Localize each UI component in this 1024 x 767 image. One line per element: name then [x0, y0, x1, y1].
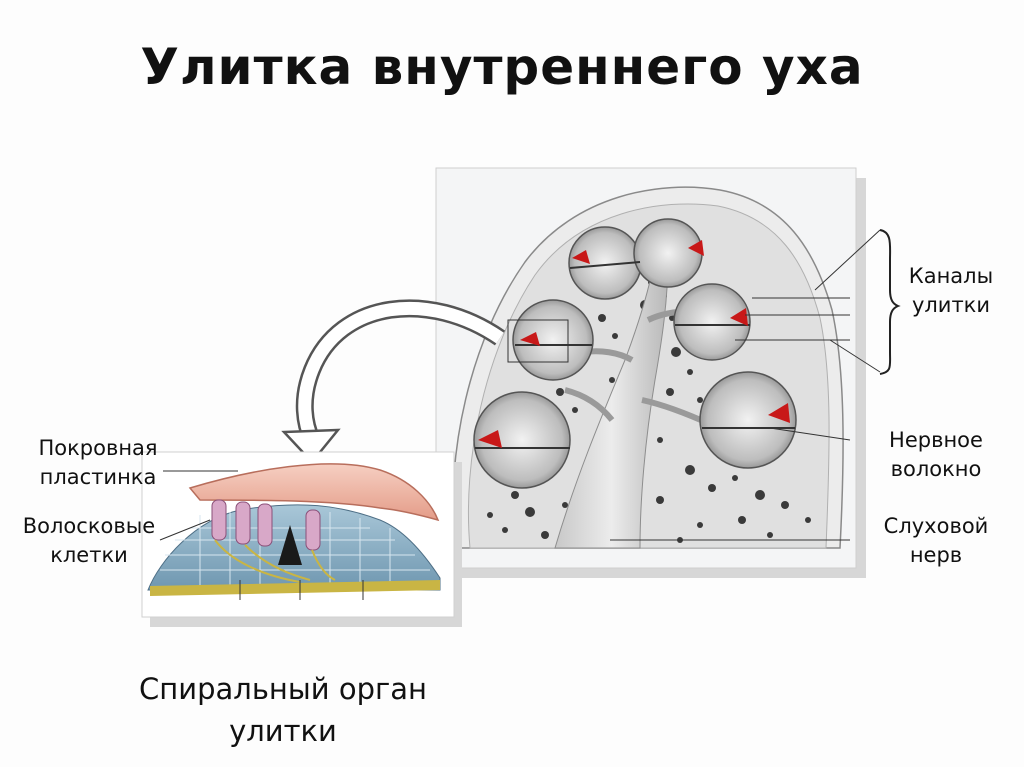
- corti-tunnel: [278, 525, 302, 565]
- label-cochlear-canals: Каналы улитки: [908, 264, 994, 317]
- zoom-box: [507, 319, 569, 363]
- canals-brace: [879, 229, 901, 375]
- hair-cells: [211, 499, 321, 551]
- organ-of-corti-panel: [141, 451, 462, 627]
- caption-spiral-organ: Спиральный орган улитки: [139, 672, 427, 748]
- label-tectorial-plate: Покровная пластинка: [38, 436, 158, 489]
- label-nerve-fiber: Нервное волокно: [889, 428, 983, 481]
- page-title: Улитка внутреннего уха: [140, 38, 864, 96]
- leader-lines: [159, 229, 881, 541]
- label-hair-cells: Волосковые клетки: [22, 514, 156, 567]
- cochlea-section-panel: [435, 167, 866, 578]
- zoom-arrow-head: [281, 428, 341, 464]
- label-auditory-nerve: Слуховой нерв: [883, 514, 989, 567]
- tectorial-membrane: [188, 463, 440, 522]
- cochlear-canals: [473, 218, 797, 489]
- basilar-nerve-fibers: [150, 580, 440, 596]
